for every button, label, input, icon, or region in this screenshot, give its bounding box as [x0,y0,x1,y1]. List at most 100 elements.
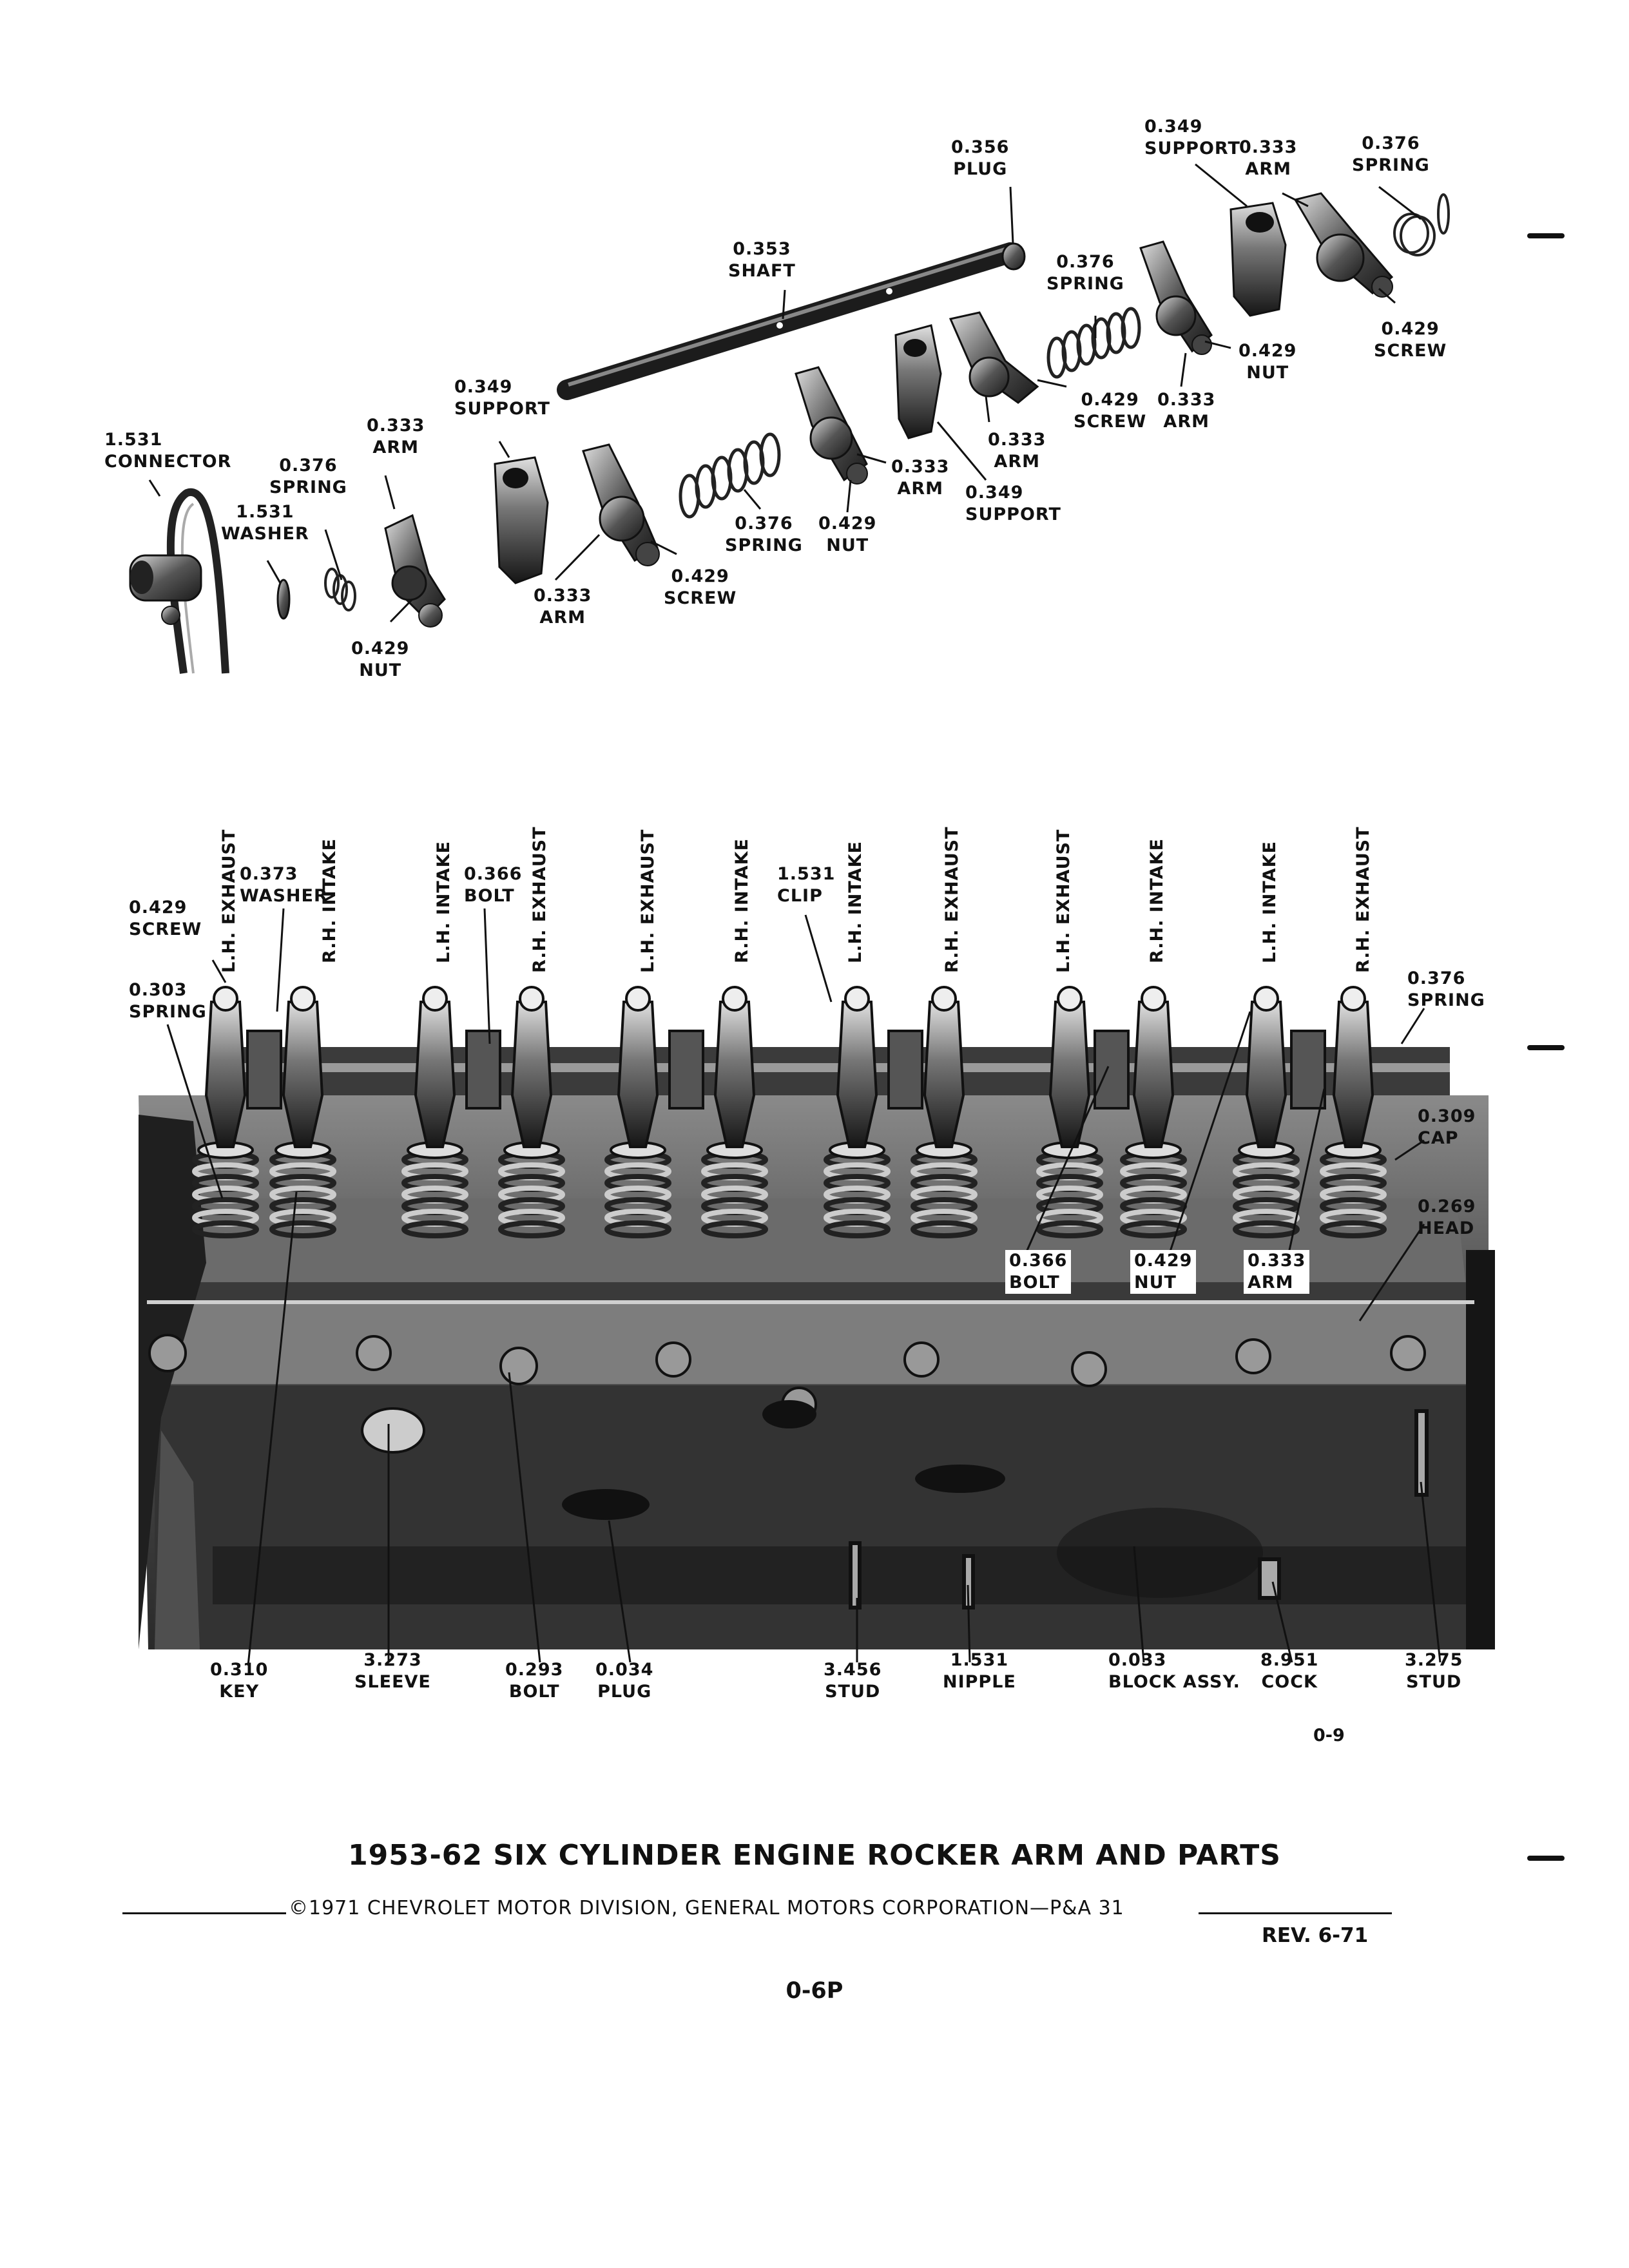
rocker-support [1094,1030,1130,1110]
rocker-support [887,1030,923,1110]
rocker-support [668,1030,704,1110]
valve-spring-coil [269,1220,336,1238]
rocker-arm [713,1001,756,1148]
valve-spring-coil [824,1220,891,1238]
adjusting-nut [722,986,747,1012]
valve-label: L.H. INTAKE [845,841,865,963]
copyright-row: ©1971 CHEVROLET MOTOR DIVISION, GENERAL … [122,1897,1398,1925]
margin-tick [1527,233,1565,238]
valve-spring-coil [498,1220,565,1238]
adjusting-nut [213,986,238,1012]
exploded-leader-lines [148,163,1422,623]
adjusting-nut [625,986,651,1012]
rocker-arm [617,1001,659,1148]
margin-tick [1527,1045,1565,1050]
valve-label: L.H. EXHAUST [638,829,658,973]
rule-right [1199,1912,1392,1914]
valve-spring-coil [1036,1220,1103,1238]
valve-spring-coil [1320,1220,1387,1238]
valve-label: R.H. INTAKE [732,838,752,963]
valve-spring-coil [401,1220,468,1238]
rocker-arm [204,1001,247,1148]
page-number: 0-6P [786,1978,843,2004]
rocker-arm [1245,1001,1287,1148]
valve-spring-coil [604,1220,671,1238]
valve-spring-coil [911,1220,978,1238]
valve-spring-coil [192,1220,259,1238]
margin-tick [1527,1856,1565,1861]
rocker-support [246,1030,282,1110]
valve-label: L.H. EXHAUST [219,829,239,973]
engine-illustration [139,986,1495,1649]
adjusting-nut [844,986,870,1012]
valve-label: R.H. EXHAUST [942,826,962,973]
page-title: 1953-62 SIX CYLINDER ENGINE ROCKER ARM A… [348,1839,1281,1872]
rocker-arm [1132,1001,1175,1148]
adjusting-nut [931,986,957,1012]
figure-code: 0-9 [1313,1725,1345,1745]
valve-label: R.H. EXHAUST [530,826,550,973]
valve-label: L.H. EXHAUST [1054,829,1074,973]
rocker-arm [510,1001,553,1148]
rocker-arm [836,1001,878,1148]
rocker-support [465,1030,501,1110]
adjusting-nut [1253,986,1279,1012]
valve-label: R.H. EXHAUST [1353,826,1373,973]
revision: REV. 6-71 [1262,1924,1369,1947]
adjusting-nut [1340,986,1366,1012]
rocker-arm [414,1001,456,1148]
valve-spring-coil [701,1220,768,1238]
engine-leader-lines [166,908,1441,1666]
rule-left [122,1912,286,1914]
copyright-text: ©1971 CHEVROLET MOTOR DIVISION, GENERAL … [289,1897,1124,1919]
adjusting-nut [1057,986,1083,1012]
valve-label: L.H. INTAKE [1260,841,1280,963]
valve-spring-coil [1233,1220,1300,1238]
rocker-support [1290,1030,1326,1110]
valve-label: L.H. INTAKE [434,841,454,963]
rocker-arm [1048,1001,1091,1148]
exploded-parts [129,192,1450,674]
adjusting-nut [519,986,545,1012]
adjusting-nut [290,986,316,1012]
rocker-arm [282,1001,324,1148]
valve-spring-coil [1120,1220,1187,1238]
